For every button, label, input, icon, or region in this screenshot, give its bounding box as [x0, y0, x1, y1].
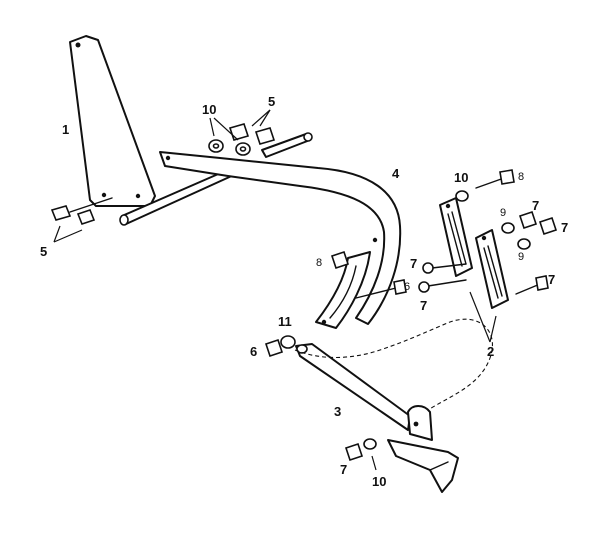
square-nut-left — [76, 209, 96, 225]
callout-3: 3 — [334, 404, 341, 419]
callout-9-upper: 9 — [500, 207, 506, 219]
bolt-shank-6 — [355, 279, 407, 299]
bolt-right-7 — [515, 275, 549, 295]
alignment-line — [294, 318, 493, 411]
nut-8-center — [330, 250, 350, 270]
nuts-top-5 — [228, 123, 276, 145]
nut-7-washer-10-bottom — [344, 438, 377, 462]
nut-6-washer-11 — [264, 335, 296, 358]
upper-pin — [261, 132, 313, 158]
callout-2: 2 — [487, 344, 494, 359]
callout-5-left: 5 — [40, 244, 47, 259]
callout-5-top: 5 — [268, 94, 275, 109]
callout-10-right: 10 — [454, 170, 468, 185]
part-4-curved-beam — [159, 151, 402, 325]
callout-6-shank: 6 — [404, 281, 410, 293]
bolt-right-8 — [475, 169, 515, 189]
callout-7-carriage-upper: 7 — [410, 256, 417, 271]
part-1-mounting-plate — [69, 35, 156, 207]
washers-9 — [501, 222, 531, 250]
part-3-shovel — [295, 343, 459, 493]
callout-10-top: 10 — [202, 102, 216, 117]
carriage-bolt-7-lower — [418, 279, 467, 293]
callout-7-bottom: 7 — [340, 462, 347, 477]
callout-11: 11 — [278, 314, 292, 329]
callout-7-carriage-lower: 7 — [420, 298, 427, 313]
callout-7-bolt-right: 7 — [548, 272, 555, 287]
part-2-slotted-brackets — [439, 197, 509, 309]
callout-7-upper-right: 7 — [532, 198, 539, 213]
callout-4: 4 — [392, 166, 400, 181]
callout-7-far-right: 7 — [561, 220, 568, 235]
carriage-bolt-7-upper — [422, 262, 467, 274]
nuts-7-right — [518, 210, 558, 236]
callout-8-right: 8 — [518, 171, 524, 183]
washers-top-10 — [208, 139, 251, 156]
callout-9-lower: 9 — [518, 251, 524, 263]
callout-1: 1 — [62, 122, 69, 137]
callout-10-bottom: 10 — [372, 474, 386, 489]
washer-10-right — [455, 190, 469, 202]
callout-8-center: 8 — [316, 257, 322, 269]
shank-bracket — [315, 251, 371, 329]
bolt-left-1 — [50, 197, 113, 221]
callout-6-left: 6 — [250, 344, 257, 359]
leader-arrows — [53, 109, 497, 471]
